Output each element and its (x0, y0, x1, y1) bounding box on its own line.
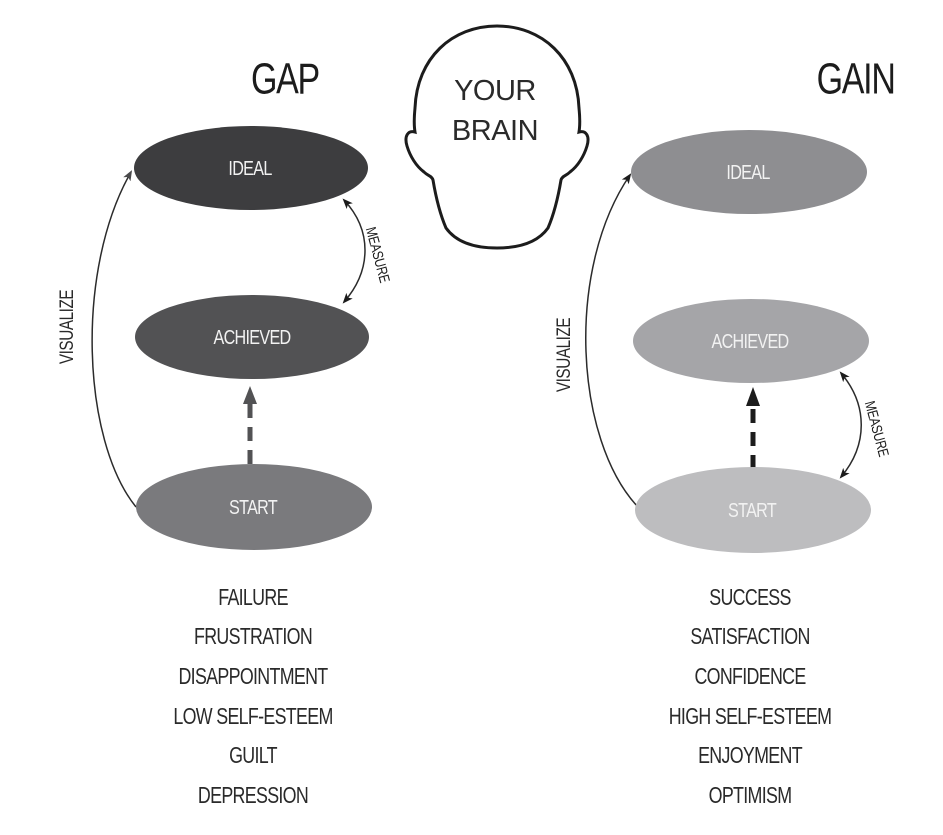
gap-progress-arrow (243, 386, 257, 464)
gap-feeling-item: DEPRESSION (198, 783, 308, 809)
gap-node-ideal: IDEAL (134, 126, 368, 210)
gain-feeling-item: HIGH SELF-ESTEEM (669, 704, 832, 730)
gap-measure-label: MEASURE (362, 225, 393, 285)
gap-achieved-ellipse (135, 295, 369, 379)
gain-feeling-item: SATISFACTION (690, 624, 809, 650)
gap-feeling-item: LOW SELF-ESTEEM (173, 704, 332, 730)
gap-ideal-label: IDEAL (228, 157, 272, 179)
gain-achieved-ellipse (633, 299, 869, 383)
head-text-line2: BRAIN (452, 115, 538, 147)
gap-feelings-list: FAILURE FRUSTRATION DISAPPOINTMENT LOW S… (173, 585, 333, 809)
gap-title: GAP (251, 54, 319, 103)
gain-ideal-label: IDEAL (726, 161, 770, 183)
gain-ideal-ellipse (631, 130, 867, 214)
gain-title: GAIN (817, 54, 895, 103)
head-illustration: YOUR BRAIN (404, 24, 590, 250)
head-text-line1: YOUR (454, 75, 536, 107)
gap-feeling-item: FRUSTRATION (194, 624, 312, 650)
gain-feeling-item: OPTIMISM (709, 783, 792, 809)
gain-feeling-item: CONFIDENCE (694, 664, 805, 690)
gap-achieved-label: ACHIEVED (213, 326, 291, 348)
gap-node-start: START (136, 464, 372, 550)
gap-start-label: START (229, 496, 278, 518)
gap-ideal-ellipse (134, 126, 368, 210)
gap-feeling-item: FAILURE (218, 585, 288, 611)
gain-measure-label: MEASURE (861, 399, 892, 459)
gap-visualize-label: VISUALIZE (55, 289, 77, 364)
gain-feelings-list: SUCCESS SATISFACTION CONFIDENCE HIGH SEL… (669, 585, 832, 809)
gap-feeling-item: GUILT (229, 743, 278, 769)
gain-node-achieved: ACHIEVED (633, 299, 869, 383)
gain-start-ellipse (635, 467, 871, 553)
head-outline-icon (404, 24, 590, 250)
gain-feeling-item: SUCCESS (709, 585, 790, 611)
gain-achieved-label: ACHIEVED (711, 330, 789, 352)
gain-visualize-label: VISUALIZE (552, 317, 574, 392)
gap-node-achieved: ACHIEVED (135, 295, 369, 379)
gain-feeling-item: ENJOYMENT (698, 743, 803, 769)
gain-visualize-arrow (585, 173, 639, 508)
gap-visualize-arrow (91, 170, 137, 508)
gap-start-ellipse (136, 464, 372, 550)
gap-measure-arrow (342, 198, 366, 304)
gain-node-start: START (635, 467, 871, 553)
gap-feeling-item: DISAPPOINTMENT (178, 664, 328, 690)
gain-node-ideal: IDEAL (631, 130, 867, 214)
gain-start-label: START (728, 499, 777, 521)
gain-progress-arrow (746, 387, 760, 469)
gain-panel: GAIN VISUALIZE IDEAL ACHIEVED MEASURE ST… (552, 54, 896, 809)
gap-panel: GAP VISUALIZE IDEAL MEASURE ACHIEVED STA… (55, 54, 393, 808)
gain-measure-arrow (839, 371, 862, 479)
